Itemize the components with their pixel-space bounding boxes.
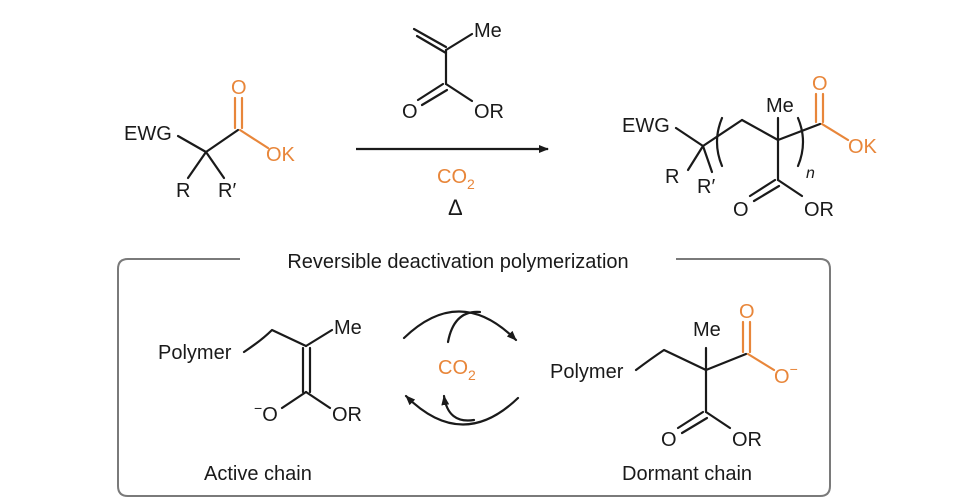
dormant-o-label: O (661, 429, 677, 451)
condition-heat: Δ (448, 195, 463, 220)
reactant-bond-rprime (204, 150, 226, 180)
product-bracket-left (715, 116, 724, 168)
equilibrium-arrows (402, 310, 520, 426)
mechanism-co2: CO2 (438, 357, 476, 383)
equilibrium-arc-bottom-inner (441, 394, 476, 422)
dormant-co-single-bond (746, 352, 776, 372)
product-backbone-1 (701, 118, 744, 148)
product-bond-r (686, 144, 705, 172)
active-bond-me (304, 328, 334, 348)
active-me-label: Me (334, 317, 362, 339)
reactant-bond-r (186, 150, 208, 180)
monomer-or-label: OR (474, 101, 504, 123)
mechanism-co2-subscript: 2 (468, 367, 476, 383)
monomer-me-label: Me (474, 20, 502, 42)
product-ester-double-bond (748, 178, 781, 203)
reactant-r-label: R (176, 180, 190, 202)
monomer-bond-me (444, 32, 474, 52)
equilibrium-arc-top-outer (402, 310, 518, 342)
dormant-o-text: O (774, 366, 790, 388)
product-backbone-3 (776, 122, 822, 142)
monomer-co-double-bond (416, 82, 449, 107)
equilibrium-arc-bottom-outer (404, 394, 520, 426)
dormant-o-minus-label: O− (774, 361, 798, 388)
condition-co2-text: CO (437, 166, 467, 188)
product-ok-label: OK (848, 136, 878, 158)
dormant-chain-caption: Dormant chain (622, 463, 752, 485)
active-bond-or (304, 390, 332, 410)
active-or-label: OR (332, 404, 362, 426)
dormant-bond-polymer (634, 348, 708, 372)
dormant-o-top-label: O (739, 301, 755, 323)
reactant-o-label: OK (266, 144, 296, 166)
mechanism-frame (117, 258, 831, 497)
product-me-label: Me (766, 95, 794, 117)
monomer-vinyl-double-bond (412, 27, 448, 55)
reactant-o-top-label: O (231, 77, 247, 99)
reactant-bond-carbonyl (204, 128, 240, 154)
active-minus-sign: − (254, 400, 262, 416)
dormant-ester-double-bond (676, 410, 709, 435)
active-o-text: O (262, 404, 278, 426)
dormant-bond-or (704, 410, 732, 430)
dormant-minus-sign: − (790, 361, 798, 377)
reactant-structure: EWG O OK R R′ (124, 77, 296, 202)
monomer-bond-or (444, 82, 474, 103)
product-backbone-2 (740, 118, 780, 142)
active-polymer-label: Polymer (158, 342, 232, 364)
active-bond-polymer (242, 328, 308, 354)
reactant-co-double-bond (233, 96, 244, 130)
product-co-single-bond (820, 122, 850, 142)
dormant-bond-carboxylate (704, 352, 748, 372)
reactant-rprime-label: R′ (218, 180, 236, 202)
dormant-or-label: OR (732, 429, 762, 451)
product-bracket-right (796, 116, 805, 168)
reactant-ewg-label: EWG (124, 123, 172, 145)
product-structure: EWG Me n O OK R R′ O OR (622, 73, 878, 221)
mechanism-title: Reversible deactivation polymerization (287, 251, 628, 273)
product-rprime-label: R′ (697, 176, 715, 198)
product-o-label: O (733, 199, 749, 221)
dormant-me-label: Me (693, 319, 721, 341)
dormant-polymer-label: Polymer (550, 361, 624, 383)
product-n-label: n (806, 165, 815, 182)
equilibrium-arc-top-inner (446, 310, 482, 344)
product-bond-or (776, 178, 804, 198)
product-bond-rprime (701, 144, 714, 174)
reactant-bond-ewg (176, 134, 208, 154)
monomer-o-label: O (402, 101, 418, 123)
dormant-chain-structure: Polymer Me O O− O OR (550, 301, 798, 451)
dormant-co-double-bond (741, 320, 752, 354)
condition-co2-subscript: 2 (467, 176, 475, 192)
active-o-minus-label: −O (254, 400, 278, 426)
product-or-label: OR (804, 199, 834, 221)
mechanism-co2-text: CO (438, 357, 468, 379)
product-co-double-bond (814, 92, 825, 124)
active-chain-caption: Active chain (204, 463, 312, 485)
active-enolate-double-bond (301, 346, 312, 394)
active-chain-structure: Polymer Me −O OR (158, 317, 362, 426)
product-bond-ewg (674, 126, 705, 148)
reactant-co-single-bond (238, 128, 270, 150)
product-ewg-label: EWG (622, 115, 670, 137)
product-r-label: R (665, 166, 679, 188)
condition-co2: CO2 (437, 166, 475, 192)
product-o-top-label: O (812, 73, 828, 95)
active-bond-o-minus (280, 390, 308, 410)
monomer-structure: Me O OR (402, 20, 504, 123)
